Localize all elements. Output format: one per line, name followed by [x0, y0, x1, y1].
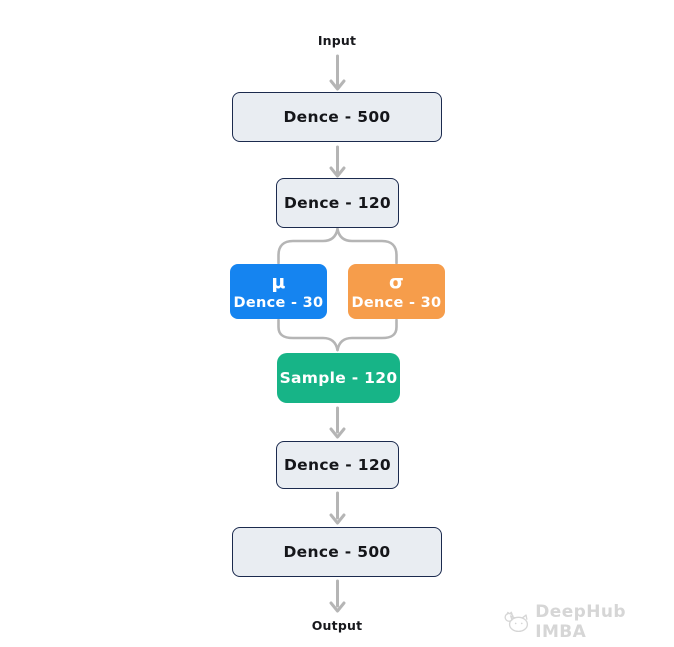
arrow-dense500-to-output: [329, 579, 346, 613]
deephub-logo-icon: [504, 611, 529, 633]
curve-merge-from-mu: [277, 318, 339, 352]
node-label: Dence - 500: [283, 543, 391, 561]
mu-symbol: μ: [271, 270, 286, 293]
sigma-symbol: σ: [388, 270, 405, 293]
node-dense-120-encoder: Dence - 120: [276, 178, 399, 228]
input-label: Input: [317, 33, 357, 48]
node-label: Sample - 120: [279, 369, 398, 387]
node-sample-120: Sample - 120: [277, 353, 400, 403]
output-label: Output: [311, 618, 363, 633]
node-sigma-dense-30: σ Dence - 30: [348, 264, 445, 319]
curve-split-to-sigma: [336, 227, 398, 265]
node-dense-120-decoder: Dence - 120: [276, 441, 399, 489]
node-label: Dence - 30: [233, 294, 324, 311]
arrow-input-to-dense500: [329, 54, 346, 91]
node-dense-500-decoder: Dence - 500: [232, 527, 442, 577]
node-label: Dence - 120: [284, 456, 391, 474]
node-label: Dence - 120: [284, 194, 391, 212]
curve-split-to-mu: [277, 227, 339, 265]
arrow-dense120-to-dense500: [329, 491, 346, 525]
node-label: Dence - 500: [283, 108, 391, 126]
arrow-sample-to-dense120: [329, 406, 346, 439]
node-mu-dense-30: μ Dence - 30: [230, 264, 327, 319]
watermark-text: DeepHub IMBA: [535, 602, 626, 642]
watermark: DeepHub IMBA: [503, 602, 674, 642]
node-dense-500-encoder: Dence - 500: [232, 92, 442, 142]
curve-merge-from-sigma: [336, 318, 398, 352]
node-label: Dence - 30: [351, 294, 442, 311]
arrow-dense500-to-dense120: [329, 145, 346, 178]
